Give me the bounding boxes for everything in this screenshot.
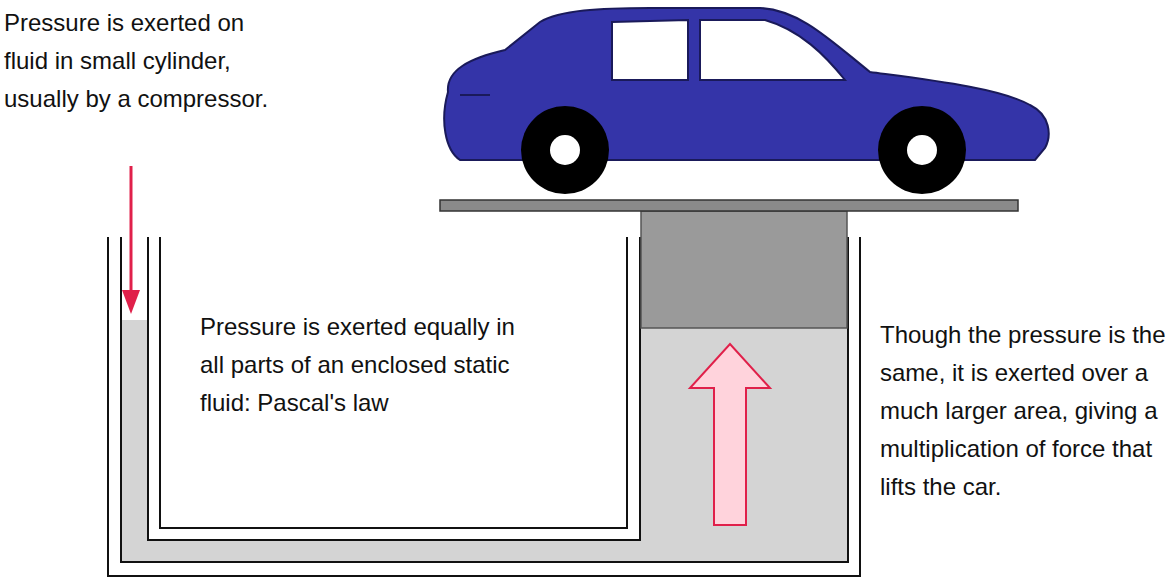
annotation-text: Pressure is exerted on fluid in small cy… xyxy=(4,4,279,118)
inner-wall xyxy=(148,237,640,540)
force-arrow xyxy=(130,166,133,292)
piston xyxy=(641,211,847,328)
car-window xyxy=(700,20,845,80)
arrowhead xyxy=(122,290,140,314)
hub xyxy=(550,135,580,165)
car-trim xyxy=(460,94,490,96)
lift-arrow xyxy=(690,344,770,525)
annotation-text: Pressure is exerted equally in all parts… xyxy=(200,308,535,422)
wheel xyxy=(521,106,609,194)
car-window xyxy=(612,20,688,80)
hub xyxy=(907,135,937,165)
platform xyxy=(440,200,1018,211)
wheel xyxy=(878,106,966,194)
outer-wall xyxy=(160,237,627,528)
annotation-text: Though the pressure is the same, it is e… xyxy=(880,316,1168,506)
